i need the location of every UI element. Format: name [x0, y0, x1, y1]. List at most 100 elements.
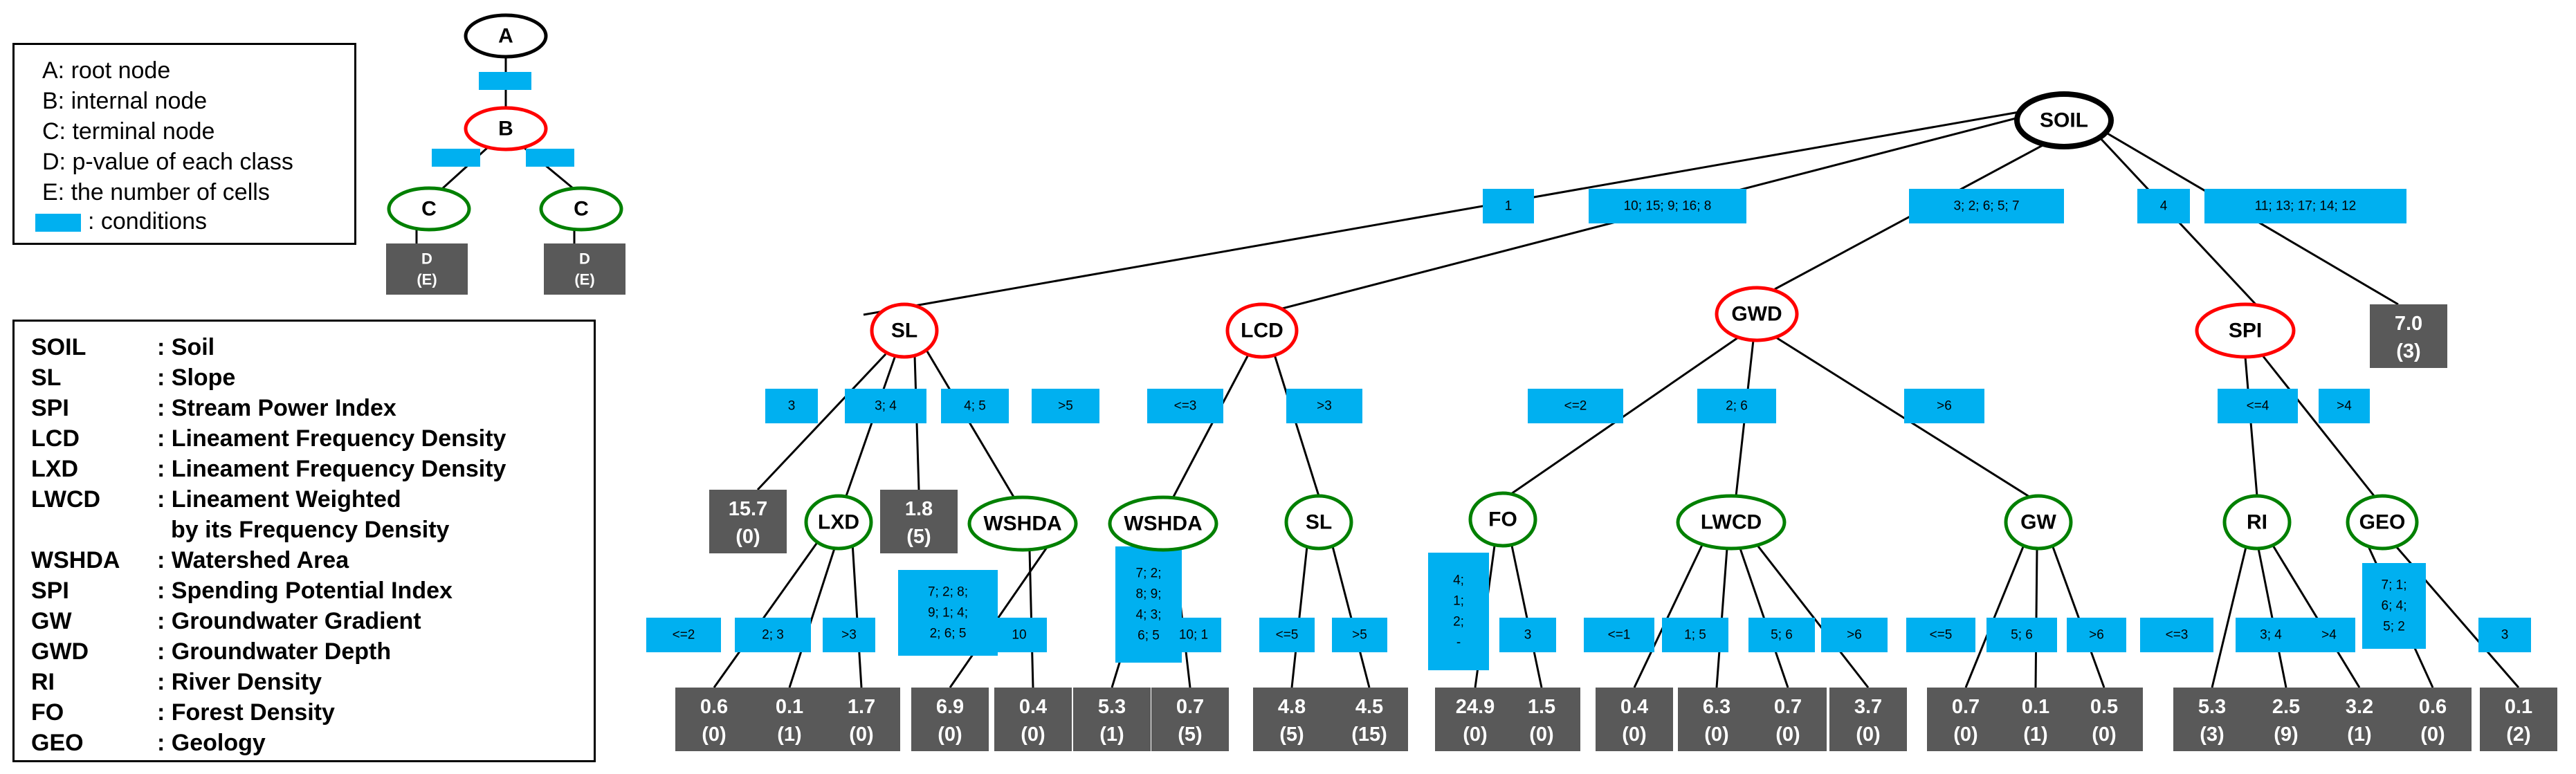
legend-mini-condition — [432, 149, 480, 167]
node-label: SOIL — [2040, 109, 2088, 132]
terminal-count: (3) — [2396, 340, 2420, 362]
tree-edge — [1273, 354, 1320, 497]
terminal-count: (0) — [2420, 724, 2445, 746]
condition-label: 1; — [1453, 594, 1464, 609]
condition-box — [823, 618, 875, 652]
terminal-box — [1435, 688, 1515, 751]
terminal-value: 7.0 — [2395, 313, 2422, 335]
tree-node-lxd — [804, 494, 873, 551]
condition-box — [1332, 618, 1387, 652]
terminal-value: 0.6 — [700, 696, 728, 718]
abbr-label: LXD — [31, 456, 78, 482]
tree-node-soil — [2014, 91, 2114, 149]
terminal-count: (0) — [1622, 724, 1646, 746]
terminal-value: 0.1 — [2505, 696, 2532, 718]
terminal-count: (0) — [938, 724, 962, 746]
condition-label: 3; 4 — [2260, 628, 2282, 643]
condition-label: 3 — [1524, 628, 1532, 643]
tree-node-gwd — [1715, 286, 1799, 342]
condition-box — [1904, 389, 1984, 423]
abbr-desc: : Geology — [157, 730, 266, 756]
tree-edge — [926, 351, 1016, 499]
terminal-box — [1927, 688, 2004, 751]
condition-box — [2140, 618, 2213, 652]
abbr-desc-continued: by its Frequency Density — [171, 517, 450, 543]
terminal-count: (1) — [2023, 724, 2047, 746]
abbr-desc: : Stream Power Index — [157, 395, 396, 421]
node-label: LCD — [1241, 320, 1284, 342]
condition-label: 1; 5 — [1684, 628, 1706, 643]
tree-edge — [1775, 336, 2032, 499]
abbr-label: SL — [31, 365, 62, 391]
terminal-count: (5) — [906, 526, 931, 548]
terminal-box — [1331, 688, 1408, 751]
condition-label: <=2 — [673, 628, 695, 643]
terminal-value: 0.7 — [1774, 696, 1802, 718]
tree-node-fo — [1468, 491, 1537, 548]
terminal-count: (0) — [1529, 724, 1553, 746]
condition-box — [2204, 189, 2406, 223]
terminal-value: 0.4 — [1620, 696, 1648, 718]
condition-label: 4 — [2160, 199, 2168, 214]
condition-box — [1584, 618, 1654, 652]
terminal-box — [2065, 688, 2143, 751]
terminal-box — [1678, 688, 1755, 751]
condition-box — [765, 389, 818, 423]
abbr-label: SOIL — [31, 334, 86, 360]
legend-mini-label: C — [421, 198, 437, 221]
condition-box — [1697, 389, 1776, 423]
condition-label: >6 — [1847, 628, 1862, 643]
terminal-count: (0) — [1021, 724, 1045, 746]
tree-edge — [845, 355, 897, 497]
condition-label: 10; 15; 9; 16; 8 — [1624, 199, 1712, 214]
node-label: GWD — [1731, 303, 1782, 326]
legend-mini-terminal-node — [387, 186, 471, 232]
condition-label: 2; 6 — [1726, 399, 1748, 414]
condition-box — [1483, 189, 1534, 223]
terminal-box — [2480, 688, 2557, 751]
condition-label: <=3 — [2166, 628, 2189, 643]
terminal-value: 24.9 — [1456, 696, 1495, 718]
abbr-label: FO — [31, 699, 64, 726]
terminal-value: 0.6 — [2419, 696, 2447, 718]
condition-label: >4 — [2321, 628, 2337, 643]
condition-box — [2303, 618, 2355, 652]
legend-item-pvalue: D: p-value of each class — [42, 149, 293, 175]
legend-mini-terminal-box — [386, 243, 468, 295]
condition-box — [1909, 189, 2064, 223]
node-label: RI — [2247, 511, 2267, 534]
legend-mini-internal-node — [464, 106, 548, 151]
condition-label: >4 — [2337, 399, 2352, 414]
condition-box — [1748, 618, 1815, 652]
terminal-value: 0.1 — [2022, 696, 2049, 718]
abbr-desc: : Spending Potential Index — [157, 578, 453, 604]
tree-edge — [2051, 544, 2105, 688]
condition-box — [845, 389, 926, 423]
condition-box — [646, 618, 721, 652]
condition-box — [2236, 618, 2306, 652]
condition-label: 3 — [788, 399, 796, 414]
legend-abbreviations: SOIL : Soil SL : Slope SPI : Stream Powe… — [12, 320, 596, 762]
terminal-value: 0.4 — [1019, 696, 1047, 718]
abbr-desc: : Watershed Area — [157, 547, 349, 573]
terminal-box — [1253, 688, 1331, 751]
terminal-value: 4.5 — [1355, 696, 1383, 718]
terminal-value: 0.7 — [1952, 696, 1980, 718]
legend-mini-term-label: D — [579, 250, 590, 268]
terminal-box — [911, 688, 989, 751]
tree-edge — [863, 111, 2020, 316]
abbr-desc: : Lineament Frequency Density — [157, 456, 506, 482]
tree-node-geo — [2346, 494, 2419, 551]
condition-label: 5; 6 — [2011, 628, 2033, 643]
terminal-value: 1.5 — [1528, 696, 1555, 718]
tree-edge — [1510, 336, 1739, 495]
terminal-value: 4.8 — [1278, 696, 1306, 718]
condition-label: <=2 — [1564, 399, 1587, 414]
node-label: WSHDA — [1124, 513, 1202, 535]
condition-box — [1428, 553, 1489, 670]
terminal-count: (0) — [849, 724, 873, 746]
condition-box — [1286, 389, 1362, 423]
terminal-box — [823, 688, 900, 751]
